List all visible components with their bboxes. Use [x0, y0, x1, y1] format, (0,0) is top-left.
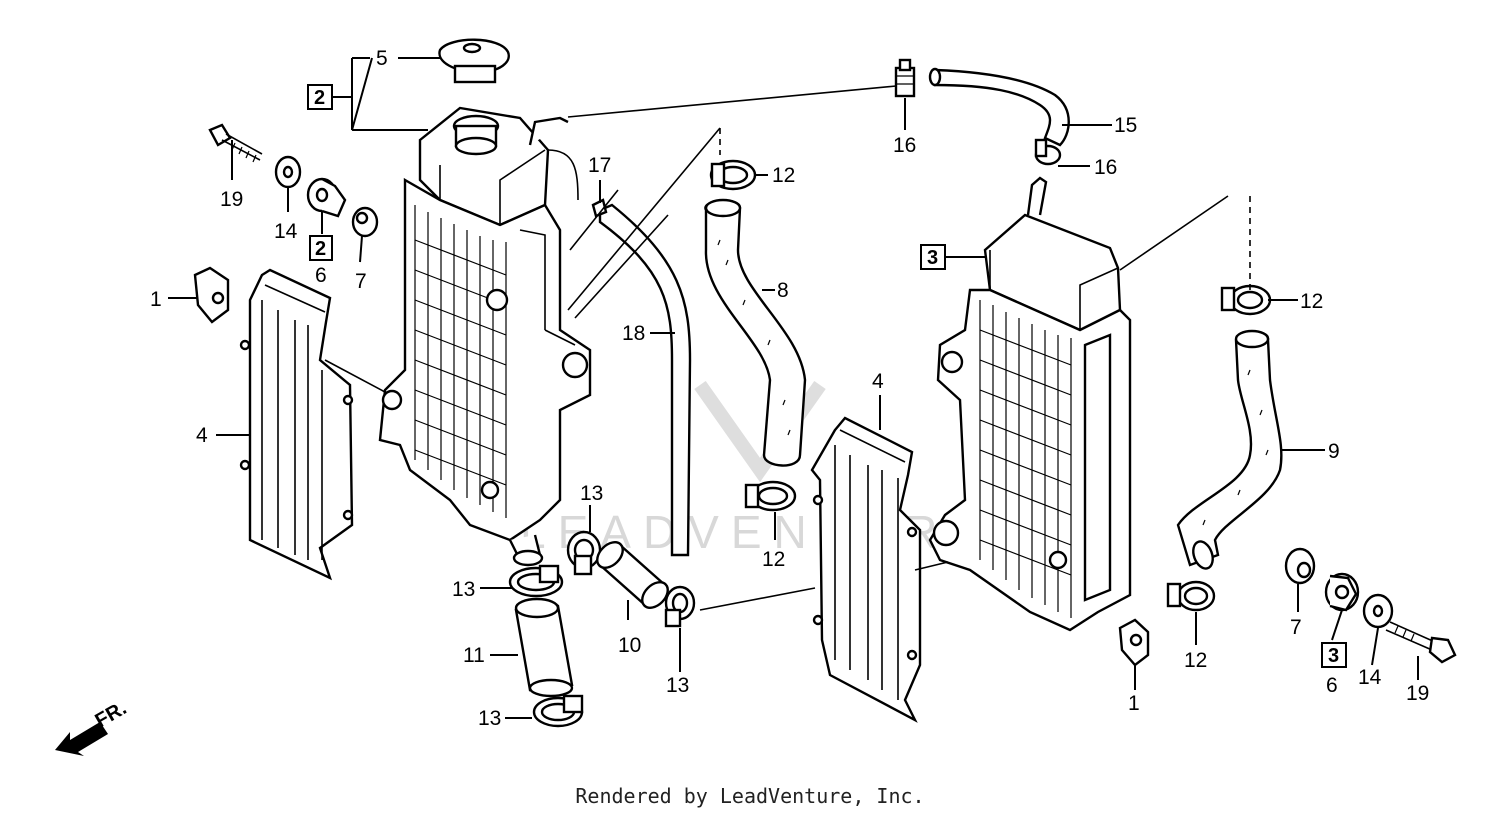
right-collar [1284, 547, 1316, 585]
callout-12-mid: 12 [762, 548, 785, 571]
callout-13-upper: 13 [580, 482, 603, 505]
callout-9: 9 [1328, 440, 1340, 463]
left-shroud [239, 268, 354, 581]
callout-1-right: 1 [1128, 692, 1140, 715]
callout-19-right: 19 [1406, 682, 1429, 705]
right-shroud [810, 416, 922, 723]
clamp-right-upper [1220, 284, 1272, 316]
right-radiator [928, 176, 1132, 632]
callout-2-top: 2 [314, 87, 325, 109]
callout-14-left: 14 [274, 220, 298, 243]
vent-fitting-mid [1034, 138, 1062, 166]
callout-6-left: 6 [315, 264, 327, 287]
right-clip [1118, 618, 1150, 667]
callout-11: 11 [463, 644, 485, 667]
callout-box-3-right [1321, 642, 1347, 668]
callout-5: 5 [376, 47, 388, 70]
clamp-right-lower [1166, 580, 1216, 612]
lower-hose-right [1176, 329, 1283, 570]
callout-13-bottom: 13 [478, 707, 501, 730]
callout-box-2-left [309, 235, 333, 261]
overflow-hose [598, 203, 692, 557]
callout-19-left: 19 [220, 188, 243, 211]
footer-credit: Rendered by LeadVenture, Inc. [575, 784, 925, 808]
callout-6-right: 6 [1326, 674, 1338, 697]
callout-12-right-upper: 12 [1300, 290, 1323, 313]
right-bolt [1385, 621, 1457, 664]
callout-1-left: 1 [150, 288, 162, 311]
callout-7-right: 7 [1290, 616, 1302, 639]
left-bolt [208, 123, 263, 163]
callout-box-3-top [920, 244, 946, 270]
callout-18: 18 [622, 322, 645, 345]
callout-10: 10 [618, 634, 641, 657]
vent-fitting-top [894, 58, 916, 98]
callout-8: 8 [777, 279, 789, 302]
callout-12-top: 12 [772, 164, 795, 187]
callout-15: 15 [1114, 114, 1137, 137]
callout-14-right: 14 [1358, 666, 1382, 689]
callout-2-left: 2 [315, 238, 326, 260]
callout-16-mid: 16 [1094, 156, 1117, 179]
right-grommet [1324, 572, 1360, 612]
callout-3-top: 3 [927, 247, 938, 269]
right-washer [1362, 593, 1394, 629]
callout-4-right: 4 [872, 370, 884, 393]
left-washer [274, 155, 302, 189]
callout-17: 17 [588, 154, 611, 177]
lower-hose-assembly [508, 530, 696, 728]
callout-box-2-top [307, 84, 333, 110]
callout-12-right-lower: 12 [1184, 649, 1207, 672]
clamp-mid [744, 480, 797, 512]
callout-3-right: 3 [1328, 645, 1339, 667]
clamp-top-left [709, 159, 757, 191]
leader-lines [168, 57, 1419, 719]
left-clip [193, 266, 230, 324]
callout-4-left: 4 [196, 424, 208, 447]
callout-labels: 1 4 19 14 2 6 7 5 2 17 12 8 18 13 13 11 … [150, 47, 1429, 730]
left-grommet [306, 177, 347, 218]
callout-7-left: 7 [355, 270, 367, 293]
callout-13-left: 13 [452, 578, 475, 601]
vent-hose [928, 67, 1070, 147]
radiator-cap [438, 38, 510, 84]
front-direction-arrow: FR. [55, 697, 130, 756]
upper-hose-left [704, 198, 807, 467]
left-radiator [378, 106, 592, 567]
callout-13-right: 13 [666, 674, 689, 697]
callout-16-top: 16 [893, 134, 916, 157]
left-collar [351, 206, 379, 238]
